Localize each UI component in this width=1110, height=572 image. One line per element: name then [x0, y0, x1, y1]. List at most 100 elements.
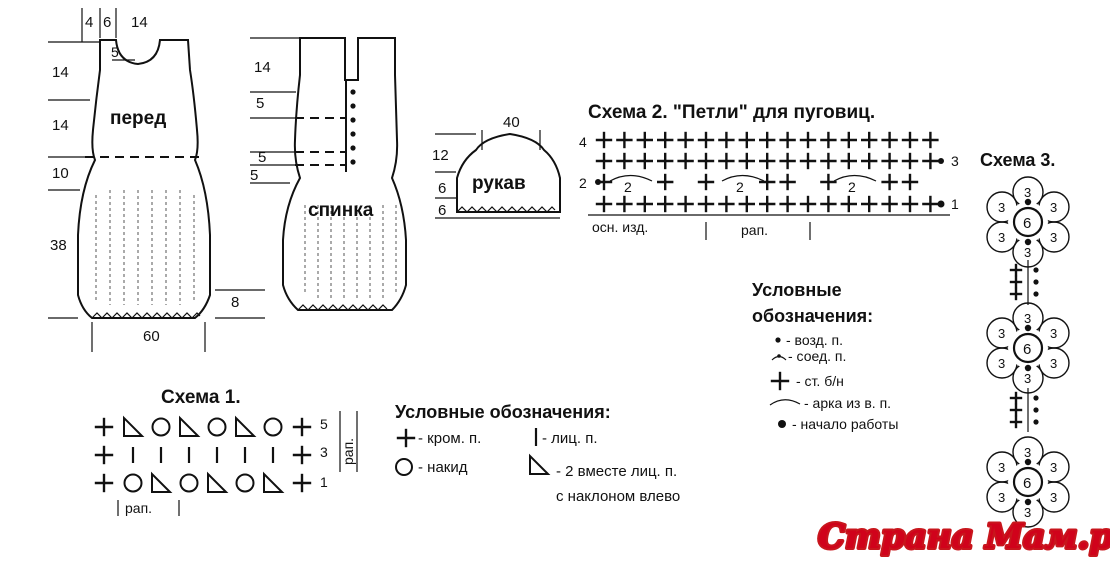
- sleeve-side-dim-2: 6: [438, 180, 446, 197]
- chain-dot: [1024, 324, 1032, 332]
- front-label: перед: [110, 108, 166, 129]
- plus-symbol: [718, 195, 735, 213]
- plus-symbol: [779, 173, 796, 191]
- chain-dot: [1024, 364, 1032, 372]
- motif-center-ring: [1012, 206, 1044, 238]
- plus-symbol: [922, 152, 939, 170]
- plus-symbol: [799, 152, 817, 170]
- legend2-item-arch: - арка из в. п.: [804, 395, 891, 411]
- plus-symbol: [840, 152, 857, 170]
- plus-symbol: [657, 131, 674, 149]
- chain-dot: [1024, 498, 1032, 506]
- plus-symbol: [820, 195, 837, 213]
- plus-symbol: [901, 195, 919, 213]
- plus-symbol: [292, 445, 312, 465]
- circle-symbol: [263, 417, 283, 437]
- plus-symbol: [636, 195, 653, 213]
- scheme1-repeat-vertical: рап.: [340, 438, 356, 465]
- plus-symbol: [840, 131, 857, 149]
- front-side-dim-4: 38: [50, 237, 67, 254]
- triangle-symbol: [151, 471, 173, 493]
- motif-petal-label: 3: [1024, 311, 1031, 326]
- sleeve-side-dim-3: 6: [438, 202, 446, 219]
- plus-symbol: [595, 152, 613, 170]
- legend2-slip-icon: [771, 354, 787, 361]
- front-top-dim-1: 4: [85, 14, 93, 31]
- watermark-outline: Страна Мам.ру: [818, 517, 1110, 557]
- chain-dot: [1033, 291, 1039, 297]
- scheme2-chart: [588, 131, 950, 240]
- motif-petal-label: 3: [1024, 245, 1031, 260]
- chain-dot: [1024, 198, 1032, 206]
- plus-symbol: [779, 152, 796, 170]
- plus-symbol: [861, 131, 878, 149]
- motif-petal-label: 3: [1050, 356, 1057, 371]
- legend2-title-line1: Условные: [752, 280, 842, 300]
- circle-symbol: [235, 473, 255, 493]
- triangle-symbol: [123, 415, 145, 437]
- motif-petal-label: 3: [998, 326, 1005, 341]
- sleeve-pattern: [435, 130, 561, 219]
- circle-symbol: [151, 417, 171, 437]
- scheme2-row-3: 3: [951, 153, 959, 169]
- plus-symbol: [616, 131, 633, 149]
- front-hem-height: 8: [231, 294, 239, 311]
- chain-dot: [1024, 458, 1032, 466]
- plus-symbol: [94, 445, 114, 465]
- scheme2-repeat-label: рап.: [741, 222, 768, 238]
- scheme3-title: Схема 3.: [980, 150, 1055, 170]
- plus-symbol: [738, 131, 755, 149]
- plus-symbol: [697, 131, 715, 149]
- plus-symbol: [820, 131, 837, 149]
- sleeve-side-dim-1: 12: [432, 147, 449, 164]
- triangle-symbol: [179, 415, 201, 437]
- scheme2-row-1: 1: [951, 196, 959, 212]
- watermark: Страна Мам.ру: [818, 517, 1110, 557]
- plus-symbol: [595, 131, 613, 149]
- legend1-item-k2tog: - 2 вместе лиц. п.: [556, 463, 677, 480]
- circle-symbol: [207, 417, 227, 437]
- plus-symbol: [1009, 391, 1023, 405]
- scheme1-row-5: 5: [320, 416, 328, 432]
- chain-dot: [938, 158, 944, 164]
- legend1-item-knit: - лиц. п.: [542, 430, 598, 447]
- chain-dot: [595, 179, 601, 185]
- motif-center-label: 6: [1023, 215, 1031, 232]
- plus-symbol: [657, 152, 674, 170]
- motif-petal-label: 3: [1024, 185, 1031, 200]
- motif-petal-label: 3: [1024, 505, 1031, 520]
- circle-symbol: [123, 473, 143, 493]
- plus-symbol: [799, 195, 817, 213]
- motif-center-label: 6: [1023, 341, 1031, 358]
- motif-petal-label: 3: [1050, 490, 1057, 505]
- plus-symbol: [677, 195, 694, 213]
- front-side-dim-2: 14: [52, 117, 69, 134]
- plus-symbol: [657, 195, 674, 213]
- legend2-plus-icon: [770, 371, 790, 391]
- legend1-triangle-icon: [529, 453, 551, 475]
- start-dot: [937, 200, 945, 208]
- scheme2-base-label: осн. изд.: [592, 219, 648, 235]
- plus-symbol: [94, 417, 114, 437]
- plus-symbol: [636, 152, 653, 170]
- scheme2-title: Схема 2. "Петли" для пуговиц.: [588, 102, 875, 123]
- chain-dot: [1033, 407, 1039, 413]
- front-top-dim-3: 14: [131, 14, 148, 31]
- plus-symbol: [901, 152, 919, 170]
- motif-petal-label: 3: [998, 356, 1005, 371]
- plus-symbol: [1009, 263, 1023, 277]
- plus-symbol: [697, 195, 715, 213]
- motif-petal-label: 3: [998, 460, 1005, 475]
- chain-dot: [1033, 395, 1039, 401]
- plus-symbol: [292, 473, 312, 493]
- plus-symbol: [1009, 403, 1023, 417]
- plus-symbol: [922, 195, 939, 213]
- motif-petal-label: 3: [1050, 200, 1057, 215]
- legend1-title: Условные обозначения:: [395, 402, 611, 422]
- plus-symbol: [799, 131, 817, 149]
- front-neck-dim: 5: [111, 44, 119, 60]
- plus-symbol: [881, 152, 898, 170]
- plus-symbol: [820, 173, 837, 191]
